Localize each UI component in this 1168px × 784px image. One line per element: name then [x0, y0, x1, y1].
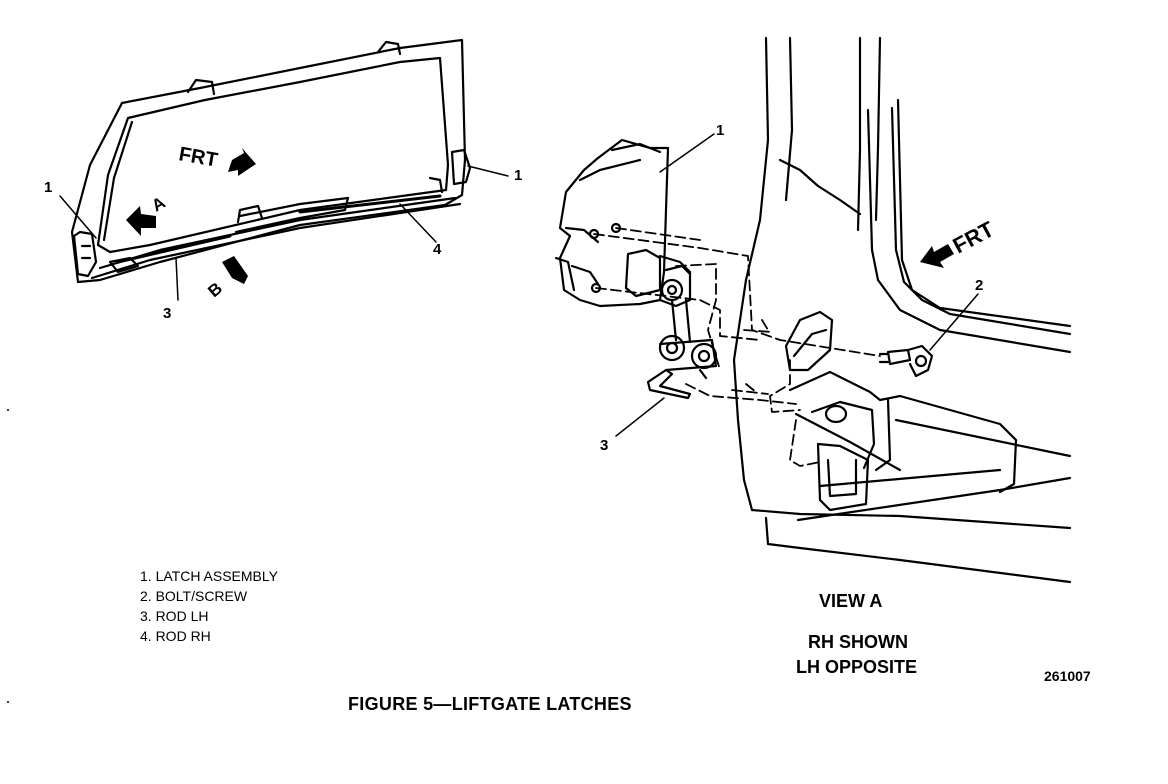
view-b-arrow	[222, 256, 248, 284]
bolt-screw	[878, 344, 934, 378]
lh-opposite-note: LH OPPOSITE	[796, 657, 918, 677]
legend-item-latch-assembly: 1. LATCH ASSEMBLY	[140, 568, 278, 584]
frt-arrow-left	[228, 148, 256, 176]
view-b-letter: B	[204, 279, 226, 301]
legend-item-rod-lh: 3. ROD LH	[140, 608, 209, 624]
callout-left-1b: 1	[514, 167, 523, 184]
rh-shown-note: RH SHOWN	[808, 632, 908, 652]
figure-caption: FIGURE 5—LIFTGATE LATCHES	[348, 694, 632, 714]
liftgate-illustration	[70, 38, 472, 284]
frt-label-left: FRT	[177, 143, 219, 171]
right-leader-lines	[615, 133, 979, 437]
alignment-dashed-lines	[593, 227, 881, 467]
view-a-letter: A	[149, 193, 169, 216]
frt-arrow-right	[920, 244, 954, 268]
view-a-arrow	[126, 206, 156, 236]
callout-right-2: 2	[975, 277, 984, 294]
legend-item-rod-rh: 4. ROD RH	[140, 628, 211, 644]
frt-label-right: FRT	[949, 216, 999, 258]
latch-body	[554, 138, 718, 400]
callout-left-4: 4	[433, 241, 442, 258]
legend-item-bolt-screw: 2. BOLT/SCREW	[140, 588, 248, 604]
callout-right-3: 3	[600, 437, 609, 454]
figure-number: 261007	[1044, 668, 1091, 684]
callout-right-1: 1	[716, 122, 725, 139]
callout-left-3: 3	[163, 305, 172, 322]
view-a-title: VIEW A	[819, 591, 883, 611]
door-structure	[732, 36, 1072, 584]
left-leader-lines	[59, 165, 509, 301]
callout-left-1a: 1	[44, 179, 53, 196]
legend: 1. LATCH ASSEMBLY 2. BOLT/SCREW 3. ROD L…	[140, 566, 278, 646]
